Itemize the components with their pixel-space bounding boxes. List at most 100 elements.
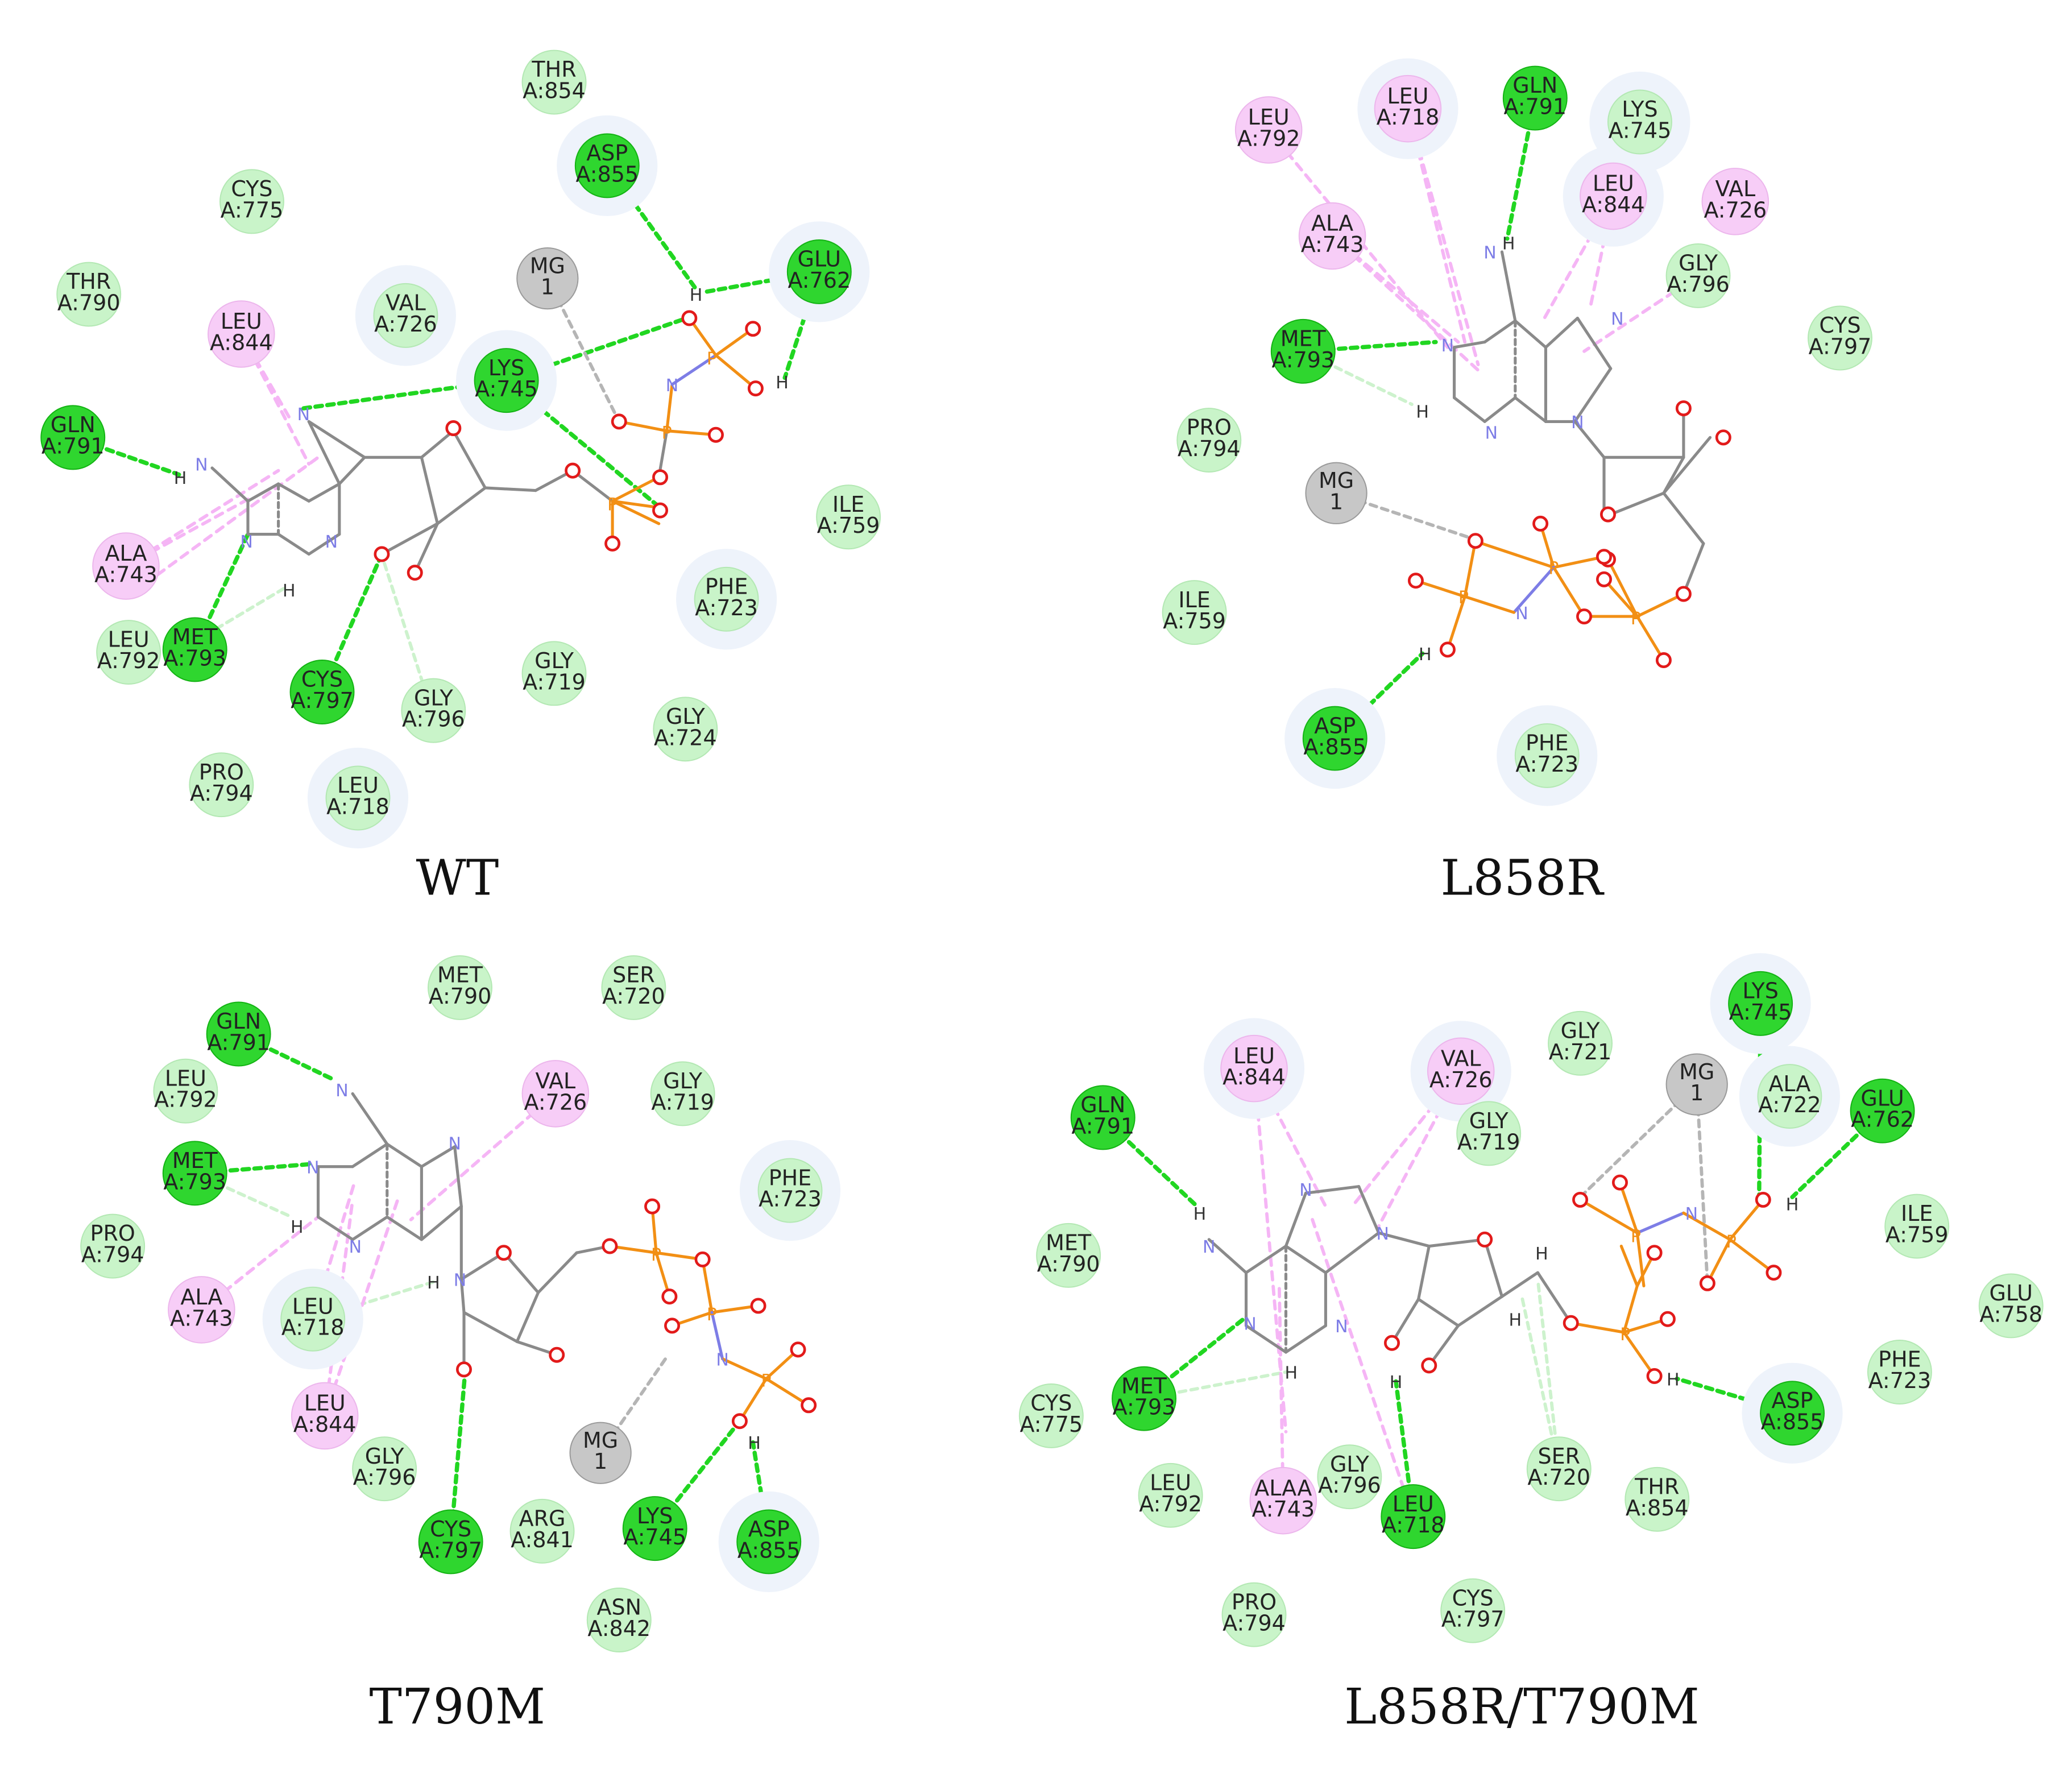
interaction-conventional-hbond — [1142, 1317, 1246, 1401]
residue-disc — [1220, 1034, 1288, 1103]
interaction-carbon-hbond — [311, 1280, 436, 1321]
ligand-bond — [714, 354, 757, 390]
residue-id: 1 — [594, 1449, 607, 1474]
interaction-pi-alkyl — [323, 1198, 400, 1418]
nitrogen-atom: N — [306, 1158, 319, 1178]
nitrogen-atom: N — [1244, 1314, 1256, 1334]
ligand-bond — [1573, 367, 1613, 423]
ligand-bond — [1427, 1324, 1460, 1367]
residue-id: A:722 — [1758, 1092, 1821, 1117]
ligand-bond — [1483, 1238, 1504, 1298]
ligand-bond — [1552, 555, 1606, 569]
residue-name: LEU — [1387, 84, 1428, 109]
residue-name: PHE — [769, 1165, 812, 1190]
residue-name: ILE — [1901, 1201, 1933, 1226]
residue-name: VAL — [535, 1068, 575, 1093]
residue-id: 1 — [1690, 1080, 1704, 1105]
interaction-pi-alkyl — [1406, 107, 1467, 344]
residue-id: A:797 — [419, 1538, 482, 1563]
residue-id: A:792 — [154, 1087, 217, 1112]
residue-name: THR — [531, 57, 576, 82]
residue-name: MET — [172, 624, 218, 649]
residue-name: LEU — [292, 1294, 334, 1319]
oxygen-atom — [1563, 1315, 1579, 1331]
phosphorus-atom: P — [662, 424, 672, 444]
ligand-bond — [1635, 1211, 1685, 1234]
residue-disc — [1270, 318, 1336, 384]
residue-disc — [521, 641, 587, 706]
residue-name: ASP — [1314, 713, 1356, 738]
residue-id: A:743 — [1252, 1497, 1315, 1522]
ligand-bond — [1483, 319, 1517, 344]
residue-disc — [418, 1509, 483, 1575]
ligand-bond — [1304, 1185, 1361, 1195]
nitrogen-atom: N — [716, 1350, 728, 1370]
ligand-bond — [1452, 396, 1486, 423]
ligand-bond — [1662, 491, 1705, 545]
nitrogen-atom: N — [1571, 413, 1584, 433]
residue-id: A:745 — [1729, 1000, 1792, 1025]
residue-name: GLU — [798, 247, 842, 272]
residue-name: CYS — [231, 176, 272, 201]
residue-disc — [509, 1498, 575, 1564]
residue-disc — [96, 620, 161, 685]
oxygen-atom — [456, 1361, 472, 1378]
residue-id: A:796 — [1667, 272, 1730, 297]
residue-id: 1 — [541, 275, 554, 300]
residue-disc — [653, 697, 718, 762]
residue-disc — [428, 955, 492, 1020]
oxygen-atom — [1646, 1245, 1663, 1261]
ligand-bond — [1427, 1238, 1486, 1248]
residue-disc — [289, 660, 355, 724]
residue-id: A:790 — [429, 984, 492, 1009]
residue-id: A:844 — [1582, 192, 1645, 217]
ligand-bond — [721, 1357, 768, 1381]
nitrogen-atom: N — [1376, 1224, 1389, 1244]
ligand-bond — [420, 455, 439, 525]
oxygen-atom — [731, 1413, 748, 1430]
nitrogen-atom: N — [666, 376, 678, 396]
oxygen-atom — [1715, 429, 1731, 446]
residue-id: A:719 — [523, 669, 586, 694]
residue-id: A:723 — [759, 1187, 822, 1212]
ligand-bond — [1682, 542, 1705, 596]
residue-disc — [1760, 1381, 1825, 1446]
residue-name: ASP — [1772, 1388, 1813, 1413]
ligand-bond — [277, 482, 310, 503]
residue-name: VAL — [386, 291, 426, 316]
ligand-bond — [571, 469, 614, 503]
residue-id: A:794 — [81, 1242, 144, 1267]
residue-id: A:855 — [1303, 735, 1366, 760]
residue-id: A:790 — [1037, 1252, 1100, 1277]
residue-name: GLY — [414, 685, 454, 710]
residue-id: A:796 — [402, 707, 465, 732]
residue-id: A:726 — [374, 312, 437, 337]
residue-id: A:723 — [695, 595, 758, 620]
residue-id: A:759 — [1163, 608, 1226, 633]
ligand-bond — [1244, 1324, 1288, 1354]
ligand-bond — [1662, 436, 1712, 495]
residue-disc — [1221, 1582, 1287, 1647]
ligand-bond — [1622, 1331, 1656, 1378]
ligand-bond — [1446, 595, 1466, 651]
oxygen-atom — [1596, 571, 1612, 587]
residue-id: A:794 — [190, 781, 253, 806]
residue-id: A:726 — [524, 1089, 587, 1114]
residue-id: A:775 — [1020, 1412, 1083, 1437]
residue-name: LYS — [1622, 97, 1657, 122]
oxygen-atom — [644, 1198, 661, 1215]
